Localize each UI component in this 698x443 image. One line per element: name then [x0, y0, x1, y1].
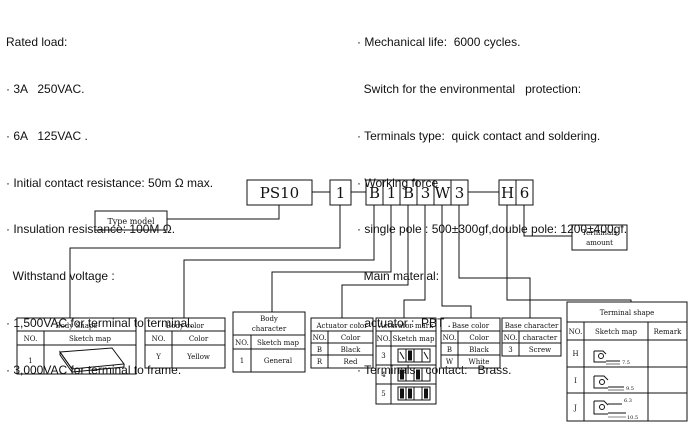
code-letter-base-color: W	[435, 184, 451, 202]
spec-line: · actuator : PBT .	[357, 315, 451, 330]
table-title: Acturator mark	[378, 322, 435, 330]
dim-label: 10.5	[627, 415, 638, 421]
spec-line: Main material:	[357, 269, 440, 284]
cell: Black	[469, 346, 489, 354]
table-title: Body color	[166, 322, 205, 330]
table-actuator-mark: Acturator mark NO. Sketch map 3 4 5	[375, 317, 437, 405]
cell: W	[446, 358, 454, 366]
col-header: Remark	[654, 328, 683, 336]
table-terminal-shape: Terminal shape NO. Sketch map Remark H I…	[566, 301, 688, 422]
dim-label: 7.5	[622, 360, 630, 366]
col-header: Sketch map	[393, 335, 435, 343]
spec-line: · Terminals type: quick contact and sold…	[357, 128, 601, 143]
spec-line: · Insulation resistance: 100M Ω.	[6, 222, 176, 237]
col-header: Color	[341, 334, 361, 342]
type-model-label: Type model	[107, 217, 155, 226]
col-header: NO.	[313, 334, 327, 342]
code-letter-body-color: B	[369, 184, 380, 202]
terminal-sketch-i: 9.5	[593, 375, 634, 392]
spec-line: · 6A 125VAC .	[6, 128, 88, 143]
code-terminal-letter: H	[501, 184, 514, 202]
col-header: Color	[469, 334, 489, 342]
spec-line: Withstand voltage :	[6, 269, 115, 284]
cell: 3	[508, 346, 512, 354]
col-header: NO.	[443, 334, 457, 342]
dim-label: 9.5	[626, 386, 634, 392]
dim-label: 6.3	[624, 398, 632, 404]
table-body-character: Body character NO. Sketch map 1 General	[232, 311, 306, 373]
col-header: Sketch map	[595, 328, 637, 336]
col-header: NO.	[152, 335, 166, 343]
cell: 3	[381, 352, 385, 360]
spec-line: · 3A 250VAC.	[6, 81, 85, 96]
table-title: character	[252, 325, 287, 333]
terminals-amount-label-2: amount	[586, 239, 613, 247]
spec-line: · Initial contact resistance: 50m Ω max.	[6, 175, 214, 190]
cell: R	[317, 358, 323, 366]
table-title: Base character	[505, 322, 559, 330]
cell: White	[469, 358, 490, 366]
table-base-color: Base color NO. Color B Black W White	[440, 317, 501, 369]
table-title: Body Shape	[55, 322, 97, 330]
code-boxes: PS10 1 B 1 B 3 W 3 H 6	[246, 179, 534, 206]
cell: J	[573, 404, 577, 412]
col-header: NO.	[235, 339, 249, 347]
mark-sketch-5	[397, 386, 431, 401]
specs-left: Rated load: · 3A 250VAC. · 6A 125VAC . ·…	[6, 4, 213, 394]
col-header: Sketch map	[69, 335, 111, 343]
code-terminal-amount: 6	[520, 184, 530, 202]
code-letter-body-character: 1	[387, 184, 397, 202]
spec-line: Rated load:	[6, 35, 68, 50]
code-letter-actuator-mark: 3	[421, 184, 431, 202]
cell: B	[447, 346, 452, 354]
col-header: NO.	[377, 335, 391, 343]
table-title: Terminal shape	[600, 309, 655, 317]
spec-line: · Working force	[357, 175, 439, 190]
code-model: PS10	[260, 184, 299, 202]
cell: 1	[28, 357, 32, 365]
code-letter-actuator-color: B	[403, 184, 414, 202]
table-body-shape: Body Shape NO. Sketch map 1	[16, 317, 137, 375]
code-digit: 1	[336, 184, 346, 202]
table-actuator-color: Actuator color NO. Color B Black R Red	[310, 317, 374, 369]
terminal-sketch-h: 7.5	[593, 350, 630, 366]
col-header: Sketch map	[257, 339, 299, 347]
mark-sketch-3	[397, 348, 431, 363]
terminals-amount-label: Terminals	[582, 229, 617, 237]
terminal-sketch-j: 6.3 10.5	[593, 398, 638, 421]
col-header: NO.	[24, 335, 38, 343]
cell: Yellow	[186, 353, 210, 361]
spec-line: · single pole : 500±300gf,double pole: 1…	[357, 222, 628, 237]
cell: 4	[381, 371, 386, 379]
cell: 5	[381, 390, 385, 398]
col-header: NO.	[504, 334, 518, 342]
cell: Y	[155, 353, 161, 361]
cell: B	[317, 346, 322, 354]
cell: 1	[240, 357, 244, 365]
table-title: Body	[260, 315, 278, 323]
col-header: Color	[189, 335, 209, 343]
specs-right: · Mechanical life: 6000 cycles. Switch f…	[357, 4, 627, 394]
cell: General	[264, 357, 293, 365]
table-base-character: Base character NO. character 3 Screw	[501, 317, 562, 357]
table-title: Base color	[452, 322, 490, 330]
callout-lines	[69, 205, 632, 318]
mark-sketch-4	[397, 367, 431, 382]
cell: Red	[344, 358, 358, 366]
body-shape-sketch	[59, 347, 125, 374]
cell: I	[574, 377, 577, 385]
cell: Screw	[529, 346, 551, 354]
code-letter-base-character: 3	[455, 184, 465, 202]
spec-line: Switch for the environmental protection:	[357, 81, 582, 96]
table-title: Actuator color	[315, 322, 368, 330]
cell: Black	[341, 346, 361, 354]
col-header: character	[523, 334, 558, 342]
cell: H	[572, 350, 578, 358]
table-body-color: Body color NO. Color Y Yellow	[144, 317, 226, 369]
spec-line: · 1,500VAC for terminal to terminal.	[6, 315, 194, 330]
col-header: NO.	[569, 328, 583, 336]
spec-line: · Mechanical life: 6000 cycles.	[357, 35, 521, 50]
